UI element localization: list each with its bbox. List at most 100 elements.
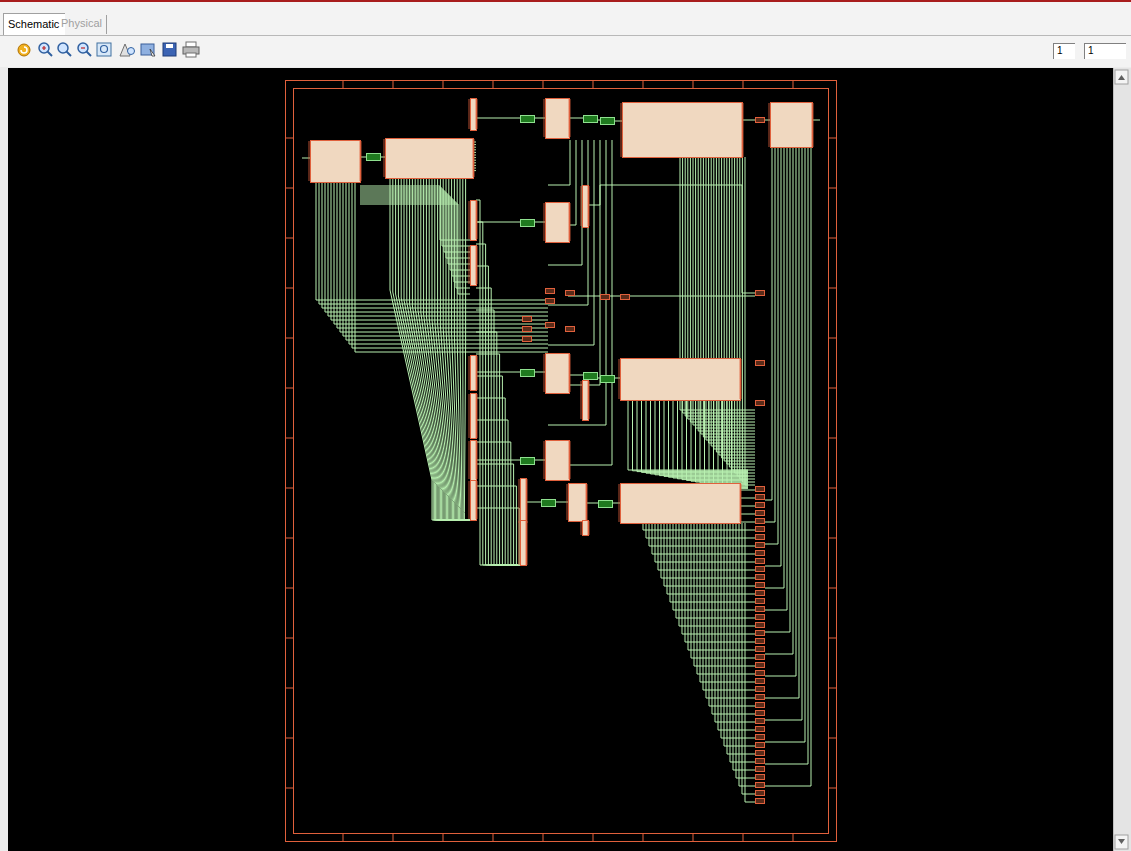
pin <box>568 212 571 213</box>
pin <box>587 534 590 535</box>
pin <box>543 363 546 364</box>
wire <box>705 400 749 484</box>
pin <box>468 407 471 408</box>
pin <box>475 371 478 372</box>
pin <box>585 513 588 514</box>
pin <box>811 130 814 131</box>
pin <box>475 210 478 211</box>
pin <box>580 199 583 200</box>
node-label: 1 <box>1088 44 1094 58</box>
pin <box>475 488 478 489</box>
pin <box>543 474 546 475</box>
pin <box>543 136 546 137</box>
pin <box>739 388 742 389</box>
pin <box>568 363 571 364</box>
pin <box>468 389 471 390</box>
pin <box>525 542 528 543</box>
gate-symbol <box>756 401 765 406</box>
frame-tick <box>693 833 694 841</box>
pin <box>568 234 571 235</box>
pin <box>468 271 471 272</box>
pin <box>587 390 590 391</box>
wire <box>438 178 470 520</box>
frame-tick <box>828 488 836 489</box>
pin <box>739 503 742 504</box>
pin <box>475 216 478 217</box>
pin <box>472 152 475 153</box>
frame-tick <box>828 388 836 389</box>
wire <box>476 376 520 565</box>
pin <box>543 218 546 219</box>
pin <box>768 114 771 115</box>
pin <box>568 446 571 447</box>
pin <box>618 382 621 383</box>
pin <box>741 144 744 145</box>
pin <box>475 206 478 207</box>
pin <box>587 392 590 393</box>
wire <box>418 178 470 520</box>
gate-symbol <box>756 695 765 700</box>
frame-tick <box>543 833 544 841</box>
logic-block <box>468 356 478 391</box>
pin <box>580 215 583 216</box>
pin <box>518 522 521 523</box>
pin <box>468 269 471 270</box>
pin <box>768 130 771 131</box>
wire <box>410 178 470 520</box>
pin <box>741 140 744 141</box>
pin <box>580 532 583 533</box>
pin <box>543 110 546 111</box>
pin <box>468 259 471 260</box>
pin <box>543 379 546 380</box>
frame-tick <box>593 833 594 841</box>
pin <box>811 106 814 107</box>
pin <box>620 144 623 145</box>
pin <box>568 367 571 368</box>
wire <box>548 140 612 465</box>
gate-symbol <box>756 495 765 500</box>
gate-symbol <box>566 327 575 332</box>
pin <box>768 104 771 105</box>
pin <box>568 385 571 386</box>
pin <box>518 494 521 495</box>
pin <box>543 104 546 105</box>
pin <box>739 394 742 395</box>
pin <box>468 385 471 386</box>
pin <box>568 116 571 117</box>
wire <box>404 178 470 520</box>
pin <box>468 403 471 404</box>
pin <box>468 210 471 211</box>
pin <box>475 114 478 115</box>
wire <box>534 222 545 223</box>
pin <box>566 489 569 490</box>
pin <box>741 138 744 139</box>
pin <box>587 400 590 401</box>
logic-block <box>580 186 590 228</box>
wire <box>334 182 548 324</box>
pin <box>587 528 590 529</box>
pin <box>383 164 386 165</box>
pin <box>620 136 623 137</box>
pin <box>811 104 814 105</box>
pin <box>741 118 744 119</box>
pin <box>580 534 583 535</box>
pin <box>475 369 478 370</box>
pin <box>475 128 478 129</box>
pin <box>525 514 528 515</box>
pin <box>308 156 311 157</box>
pin <box>468 257 471 258</box>
gate-symbol <box>546 289 555 294</box>
pin <box>475 407 478 408</box>
frame-tick <box>285 388 293 389</box>
wire <box>398 178 470 520</box>
wire <box>457 178 470 520</box>
pin <box>568 379 571 380</box>
pin <box>468 208 471 209</box>
pin <box>468 431 471 432</box>
pin <box>587 530 590 531</box>
pin <box>475 228 478 229</box>
gate-symbol <box>756 118 765 123</box>
buffer-symbol <box>542 500 556 507</box>
pin <box>768 126 771 127</box>
pin <box>543 128 546 129</box>
